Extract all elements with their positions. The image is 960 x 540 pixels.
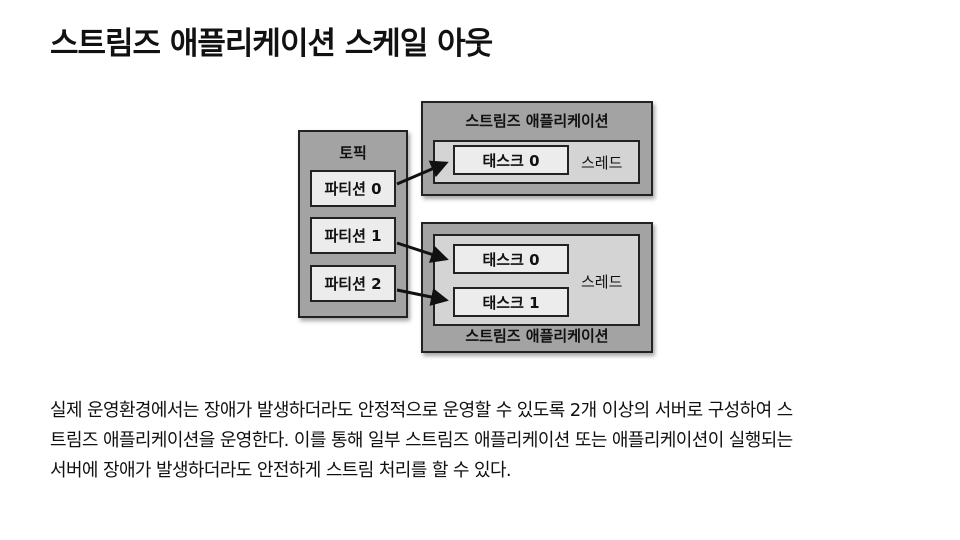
partition-0: 파티션 0: [310, 170, 396, 207]
arrow-p2-to-app2-task1: [396, 288, 449, 306]
thread-1-label: 스레드: [581, 154, 623, 172]
topic-label: 토픽: [339, 144, 367, 162]
app-1-task-0: 태스크 0: [453, 145, 569, 175]
partition-2: 파티션 2: [310, 265, 396, 302]
partition-1: 파티션 1: [310, 217, 396, 254]
paragraph-line-1: 실제 운영환경에서는 장애가 발생하더라도 안정적으로 운영할 수 있도록 2개…: [50, 400, 793, 421]
arrow-p0-to-app1: [396, 160, 449, 186]
paragraph-line-3: 서버에 장애가 발생하더라도 안전하게 스트림 처리를 할 수 있다.: [50, 460, 512, 481]
slide-title: 스트림즈 애플리케이션 스케일 아웃: [50, 26, 493, 62]
app-2-label: 스트림즈 애플리케이션: [465, 327, 609, 345]
app-1-label: 스트림즈 애플리케이션: [465, 112, 609, 130]
app-2-task-0: 태스크 0: [453, 244, 569, 274]
arrow-p1-to-app2-task0: [396, 241, 449, 263]
paragraph-line-2: 트림즈 애플리케이션을 운영한다. 이를 통해 일부 스트림즈 애플리케이션 또…: [50, 430, 793, 451]
app-2-task-1: 태스크 1: [453, 287, 569, 317]
thread-2-label: 스레드: [581, 273, 623, 291]
